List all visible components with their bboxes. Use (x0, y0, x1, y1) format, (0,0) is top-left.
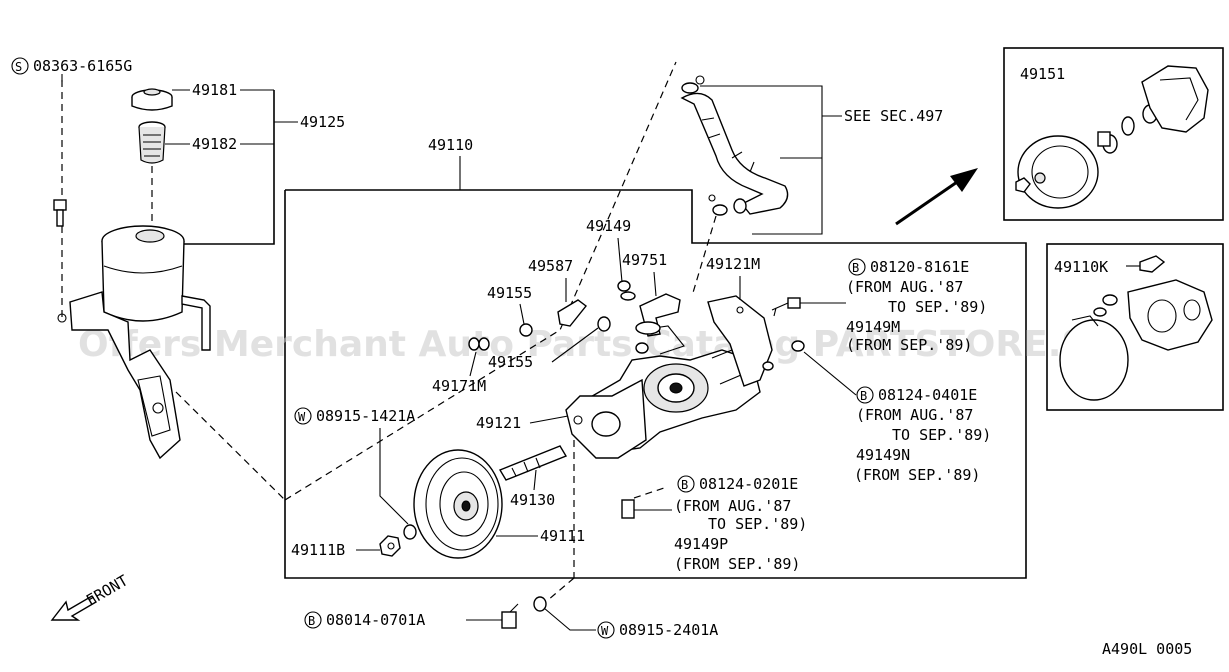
label-49171m: 49171M (432, 377, 486, 395)
prefix-b-08014: B (304, 611, 322, 629)
note-49149n: (FROM SEP.'89) (854, 466, 980, 484)
bolt-08014-icon (501, 603, 519, 629)
prefix-b-08124-0201: B (677, 475, 695, 493)
label-49125: 49125 (300, 113, 345, 131)
label-49181: 49181 (192, 81, 237, 99)
pump-bracket-icon (565, 378, 647, 459)
reservoir-tank-icon (57, 225, 211, 460)
label-49182: 49182 (192, 135, 237, 153)
label-08363-6165g: 08363-6165G (33, 57, 132, 75)
label-49149: 49149 (586, 217, 631, 235)
inset-49110K-frame (1046, 243, 1224, 411)
front-label: FRONT (83, 571, 131, 609)
inset-49110k-parts-icon (1059, 255, 1213, 401)
note-08124-0401-from: (FROM AUG.'87 (856, 406, 973, 424)
prefix-w-08915-1421: W (294, 407, 312, 425)
label-49149m: 49149M (846, 318, 900, 336)
prefix-s-08363: S (11, 57, 29, 75)
label-49121m: 49121M (706, 255, 760, 273)
label-49110k: 49110K (1054, 258, 1108, 276)
label-49110: 49110 (428, 136, 473, 154)
label-49111b: 49111B (291, 541, 345, 559)
svg-text:B: B (308, 614, 315, 628)
washer-08915-2401-icon (533, 596, 547, 612)
label-49149n: 49149N (856, 446, 910, 464)
prefix-b-08120: B (848, 258, 866, 276)
connector-parts-icon (468, 280, 649, 354)
pulley-icon (413, 449, 503, 559)
label-49587: 49587 (528, 257, 573, 275)
note-49149p: (FROM SEP.'89) (674, 555, 800, 573)
figure-code: A490L 0005 (1102, 640, 1192, 658)
front-arrow-icon (50, 595, 97, 621)
bolt-08363-icon (53, 199, 67, 227)
note-08120-from: (FROM AUG.'87 (846, 278, 963, 296)
note-08124-0201-from: (FROM AUG.'87 (674, 497, 791, 515)
reservoir-cap-icon (131, 88, 173, 111)
svg-text:B: B (860, 389, 867, 403)
suction-hose-icon (680, 75, 789, 216)
inset-49151-parts-icon (1015, 65, 1209, 209)
svg-text:S: S (15, 60, 22, 74)
outlet-fitting-icon (635, 293, 681, 337)
washer-08915-1421-icon (403, 524, 417, 540)
prefix-b-08124-0401: B (856, 386, 874, 404)
label-08014-0701a: 08014-0701A (326, 611, 425, 629)
label-49149p: 49149P (674, 535, 728, 553)
watermark-text: Offers Merchant Auto Parts Catalog PARTS… (78, 324, 1115, 365)
label-49111: 49111 (540, 527, 585, 545)
label-49155-lower: 49155 (488, 353, 533, 371)
label-08124-0401e: 08124-0401E (878, 386, 977, 404)
reference-arrow-icon (895, 168, 978, 226)
prefix-w-08915-2401: W (597, 621, 615, 639)
label-49121: 49121 (476, 414, 521, 432)
label-08120-8161e: 08120-8161E (870, 258, 969, 276)
note-08124-0401-to: TO SEP.'89) (892, 426, 991, 444)
filter-strainer-icon (138, 121, 166, 164)
bolt-08124-0201-icon (621, 487, 665, 519)
bolt-08124-0401-icon (762, 340, 805, 371)
label-see-sec-497: SEE SEC.497 (844, 107, 943, 125)
note-08120-to: TO SEP.'89) (888, 298, 987, 316)
note-08124-0201-to: TO SEP.'89) (708, 515, 807, 533)
reservoir-group (53, 80, 211, 460)
note-49149m: (FROM SEP.'89) (846, 336, 972, 354)
label-49155-upper: 49155 (487, 284, 532, 302)
pulley-nut-icon (379, 535, 401, 557)
main-assembly-frame (284, 189, 1027, 579)
label-49751: 49751 (622, 251, 667, 269)
label-49130: 49130 (510, 491, 555, 509)
pump-bracket-m-icon (707, 295, 773, 387)
label-08124-0201e: 08124-0201E (699, 475, 798, 493)
label-08915-1421a: 08915-1421A (316, 407, 415, 425)
inset-49151-frame (1003, 47, 1224, 221)
label-08915-2401a: 08915-2401A (619, 621, 718, 639)
bolt-08120-icon (771, 297, 801, 317)
drive-shaft-icon (498, 445, 568, 481)
label-49151: 49151 (1020, 65, 1065, 83)
svg-text:B: B (681, 478, 688, 492)
svg-text:B: B (852, 261, 859, 275)
svg-text:W: W (298, 410, 306, 424)
svg-text:W: W (601, 624, 609, 638)
